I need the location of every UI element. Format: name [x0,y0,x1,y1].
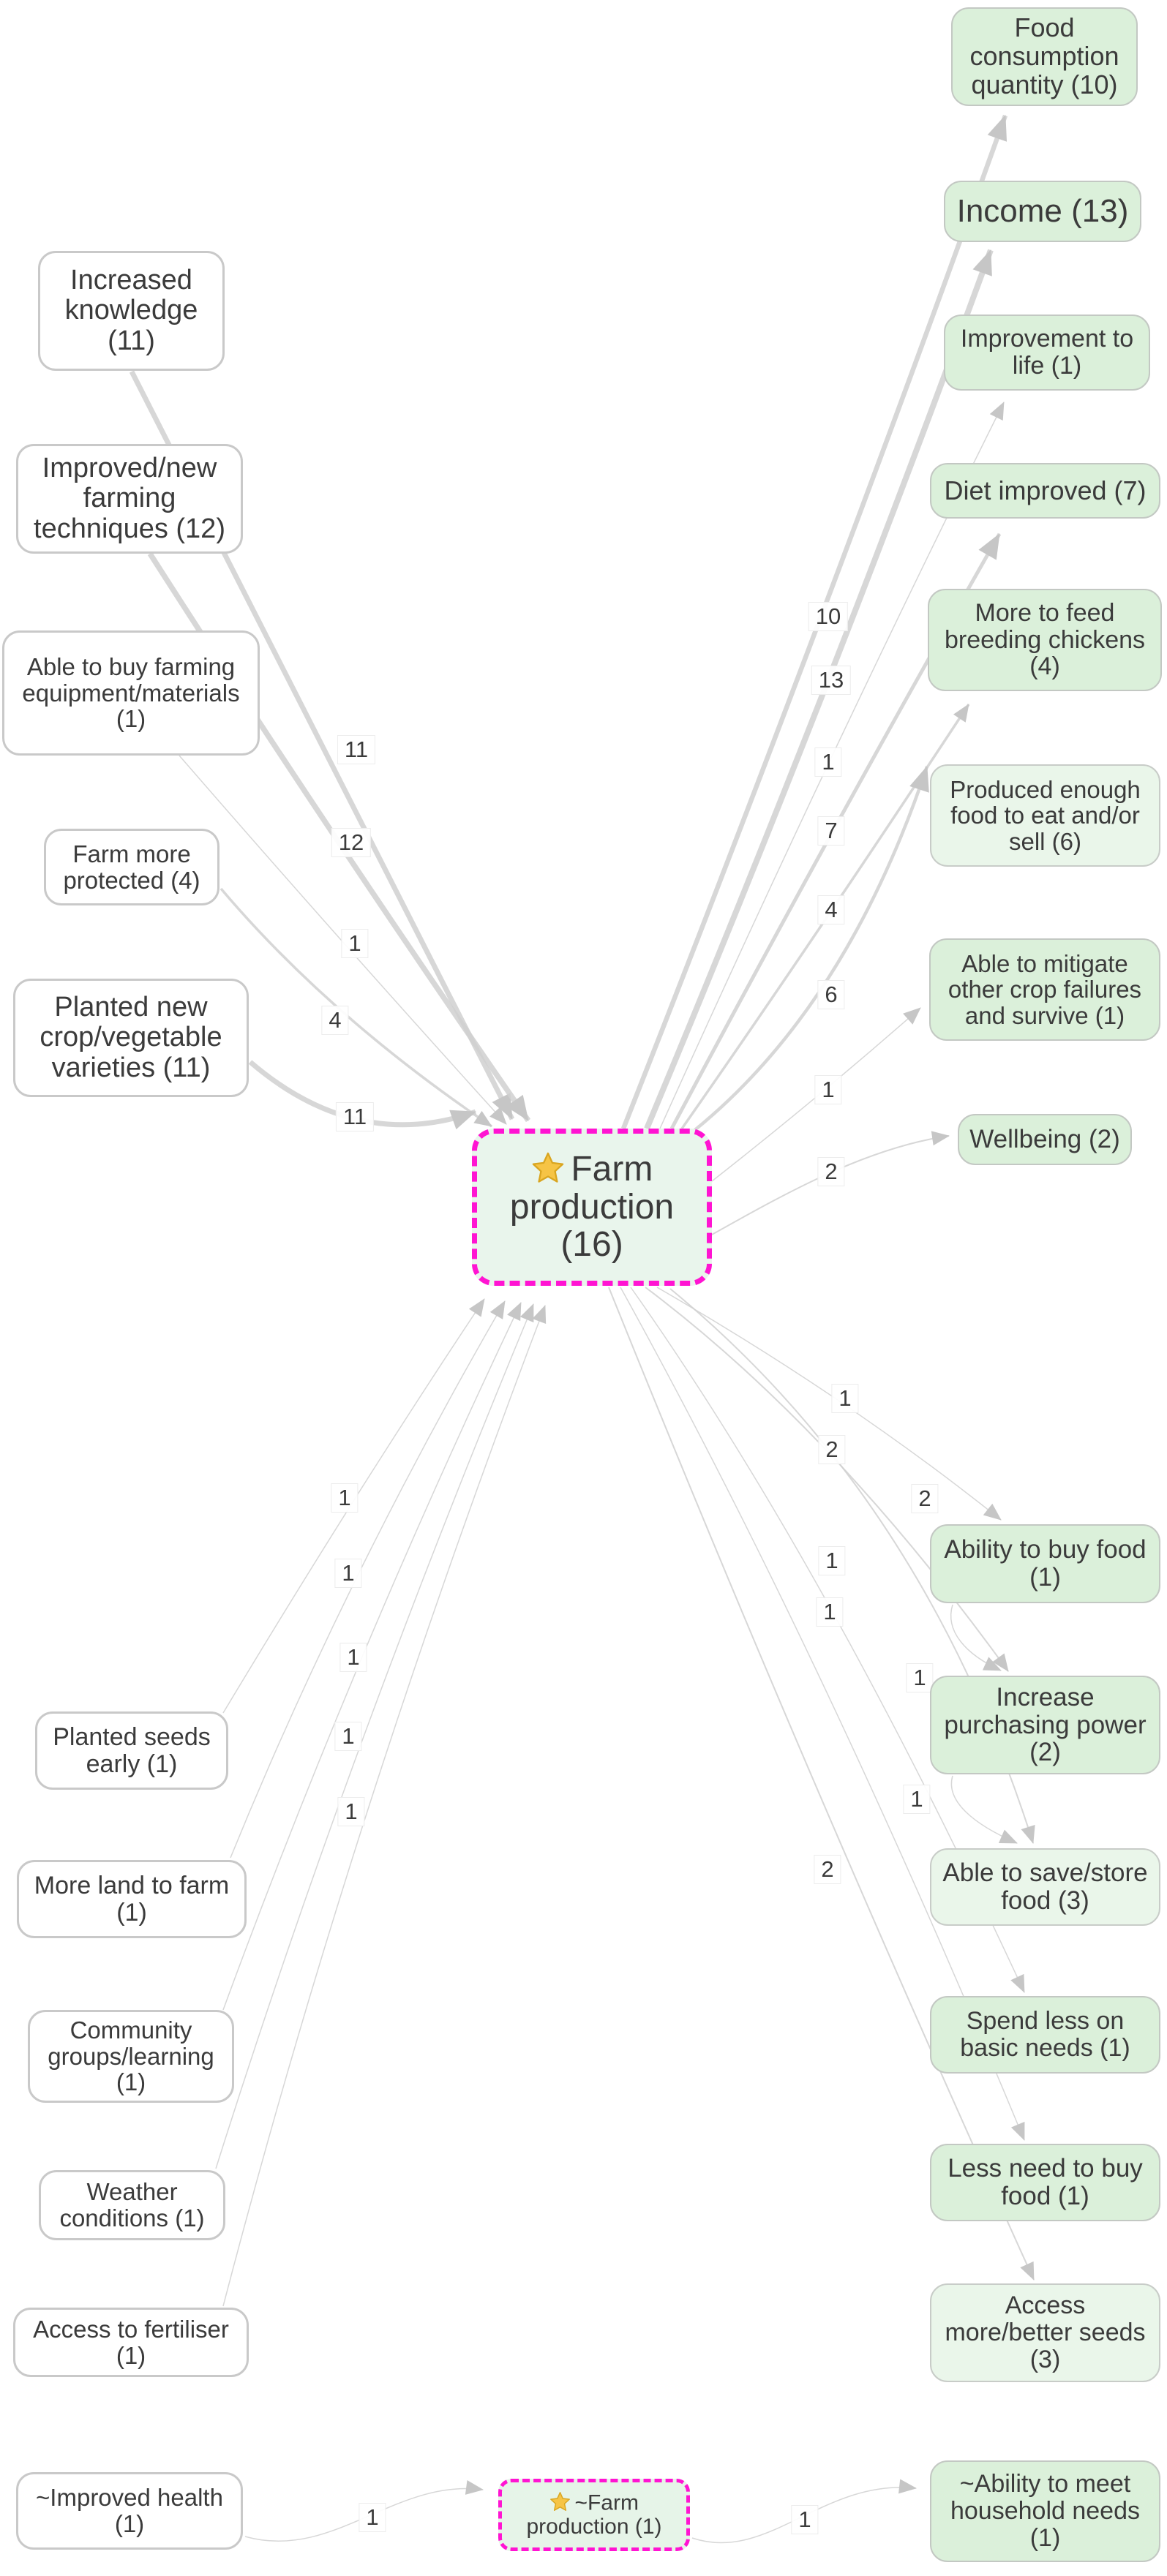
edge-improved-health-to-farm-production-negative[interactable] [244,2480,484,2542]
node-wellbeing[interactable]: Wellbeing (2) [958,1114,1132,1165]
node-label: Access more/better seeds (3) [945,2291,1146,2373]
node-label: Weather conditions (1) [59,2178,205,2232]
edge-ability-to-buy-food-to-increase-purchasing-power[interactable] [950,1604,1002,1671]
node-label: Spend less on basic needs (1) [960,2007,1130,2062]
node-able-to-mitigate-crop-failures[interactable]: Able to mitigate other crop failures and… [929,938,1160,1041]
node-label: Improvement to life (1) [960,325,1134,380]
node-produced-enough-food[interactable]: Produced enough food to eat and/or sell … [930,764,1160,867]
node-label: Planted seeds early (1) [53,1722,211,1778]
node-ability-to-meet-household-needs[interactable]: ~Ability to meet household needs (1) [930,2460,1160,2562]
star-icon [532,1152,563,1183]
node-label: More land to farm (1) [34,1871,230,1927]
node-farm-production-negative[interactable]: ~Farm production (1) [498,2479,690,2551]
node-farm-production[interactable]: Farm production (16) [472,1129,712,1286]
node-increase-purchasing-power[interactable]: Increase purchasing power (2) [930,1676,1160,1774]
node-label: ~Ability to meet household needs (1) [950,2470,1140,2552]
node-label-text: ~Farm production (1) [526,2490,662,2539]
edge-weather-conditions-to-farm-production[interactable] [215,1303,534,2169]
node-farm-more-protected[interactable]: Farm more protected (4) [44,829,219,905]
node-community-groups-learning[interactable]: Community groups/learning (1) [28,2010,234,2103]
node-label: Produced enough food to eat and/or sell … [950,775,1141,855]
node-access-to-fertiliser[interactable]: Access to fertiliser (1) [13,2308,249,2377]
edge-more-land-to-farm-to-farm-production[interactable] [230,1300,506,1858]
node-more-land-to-farm[interactable]: More land to farm (1) [17,1860,247,1938]
edge-farm-production-to-able-to-mitigate-crop-failures[interactable] [711,1007,921,1182]
node-improvement-to-life[interactable]: Improvement to life (1) [944,315,1150,391]
node-label: Community groups/learning (1) [48,2016,214,2096]
node-label: ~Improved health (1) [36,2484,223,2537]
edge-increase-purchasing-power-to-able-to-save-store-food[interactable] [950,1775,1018,1844]
node-label: Diet improved (7) [944,475,1147,505]
node-label: Increased knowledge (11) [64,265,198,356]
node-able-to-save-store-food[interactable]: Able to save/store food (3) [930,1848,1160,1926]
node-label: Farm more protected (4) [63,840,200,894]
edge-able-to-buy-farming-equipment-to-farm-production[interactable] [179,755,507,1125]
node-able-to-buy-farming-equipment[interactable]: Able to buy farming equipment/materials … [2,630,260,756]
node-label: Food consumption quantity (10) [969,12,1119,99]
node-label: Improved/new farming techniques (12) [34,453,225,544]
node-label-text: Farm production (16) [509,1149,675,1265]
node-label: ~Farm production (1) [511,2491,678,2539]
node-label: Able to buy farming equipment/materials … [22,653,240,733]
node-more-to-feed-breeding-chickens[interactable]: More to feed breeding chickens (4) [928,589,1162,691]
node-label: Increase purchasing power (2) [944,1682,1147,1767]
node-label: Income (13) [956,193,1129,230]
node-planted-seeds-early[interactable]: Planted seeds early (1) [35,1711,228,1790]
edge-access-to-fertiliser-to-farm-production[interactable] [222,1305,547,2307]
node-improved-new-farming-techniques[interactable]: Improved/new farming techniques (12) [16,444,243,554]
node-increased-knowledge[interactable]: Increased knowledge (11) [38,251,225,371]
node-improved-health[interactable]: ~Improved health (1) [16,2472,243,2550]
node-label: Ability to buy food (1) [944,1535,1147,1592]
node-label: Able to mitigate other crop failures and… [948,949,1142,1029]
edge-planted-seeds-early-to-farm-production[interactable] [222,1298,485,1714]
edge-farm-production-to-produced-enough-food[interactable] [691,766,929,1134]
node-planted-new-crop-varieties[interactable]: Planted new crop/vegetable varieties (11… [13,979,249,1097]
edge-farm-production-negative-to-ability-to-meet-household-needs[interactable] [691,2479,917,2544]
node-food-consumption-quantity[interactable]: Food consumption quantity (10) [951,7,1138,106]
node-weather-conditions[interactable]: Weather conditions (1) [39,2170,225,2240]
edge-farm-production-to-wellbeing[interactable] [711,1131,950,1235]
edge-farm-production-to-access-more-better-seeds[interactable] [608,1287,1035,2281]
node-income[interactable]: Income (13) [944,181,1141,242]
node-label: Wellbeing (2) [969,1125,1120,1154]
edge-community-groups-learning-to-farm-production[interactable] [222,1302,522,2011]
node-label: Farm production (16) [486,1150,698,1264]
node-less-need-to-buy-food[interactable]: Less need to buy food (1) [930,2144,1160,2221]
edge-farm-production-to-increase-purchasing-power[interactable] [645,1287,1009,1672]
node-label: Access to fertiliser (1) [33,2315,229,2369]
node-label: More to feed breeding chickens (4) [944,598,1146,681]
node-label: Planted new crop/vegetable varieties (11… [40,992,222,1083]
edge-planted-new-crop-varieties-to-farm-production[interactable] [248,1060,477,1130]
node-access-more-better-seeds[interactable]: Access more/better seeds (3) [930,2283,1160,2382]
node-diet-improved[interactable]: Diet improved (7) [930,463,1160,519]
node-label: Less need to buy food (1) [948,2154,1143,2210]
node-label: Able to save/store food (3) [942,1858,1148,1915]
star-icon [550,2491,570,2511]
node-spend-less-on-basic-needs[interactable]: Spend less on basic needs (1) [930,1996,1160,2074]
node-ability-to-buy-food[interactable]: Ability to buy food (1) [930,1524,1160,1603]
